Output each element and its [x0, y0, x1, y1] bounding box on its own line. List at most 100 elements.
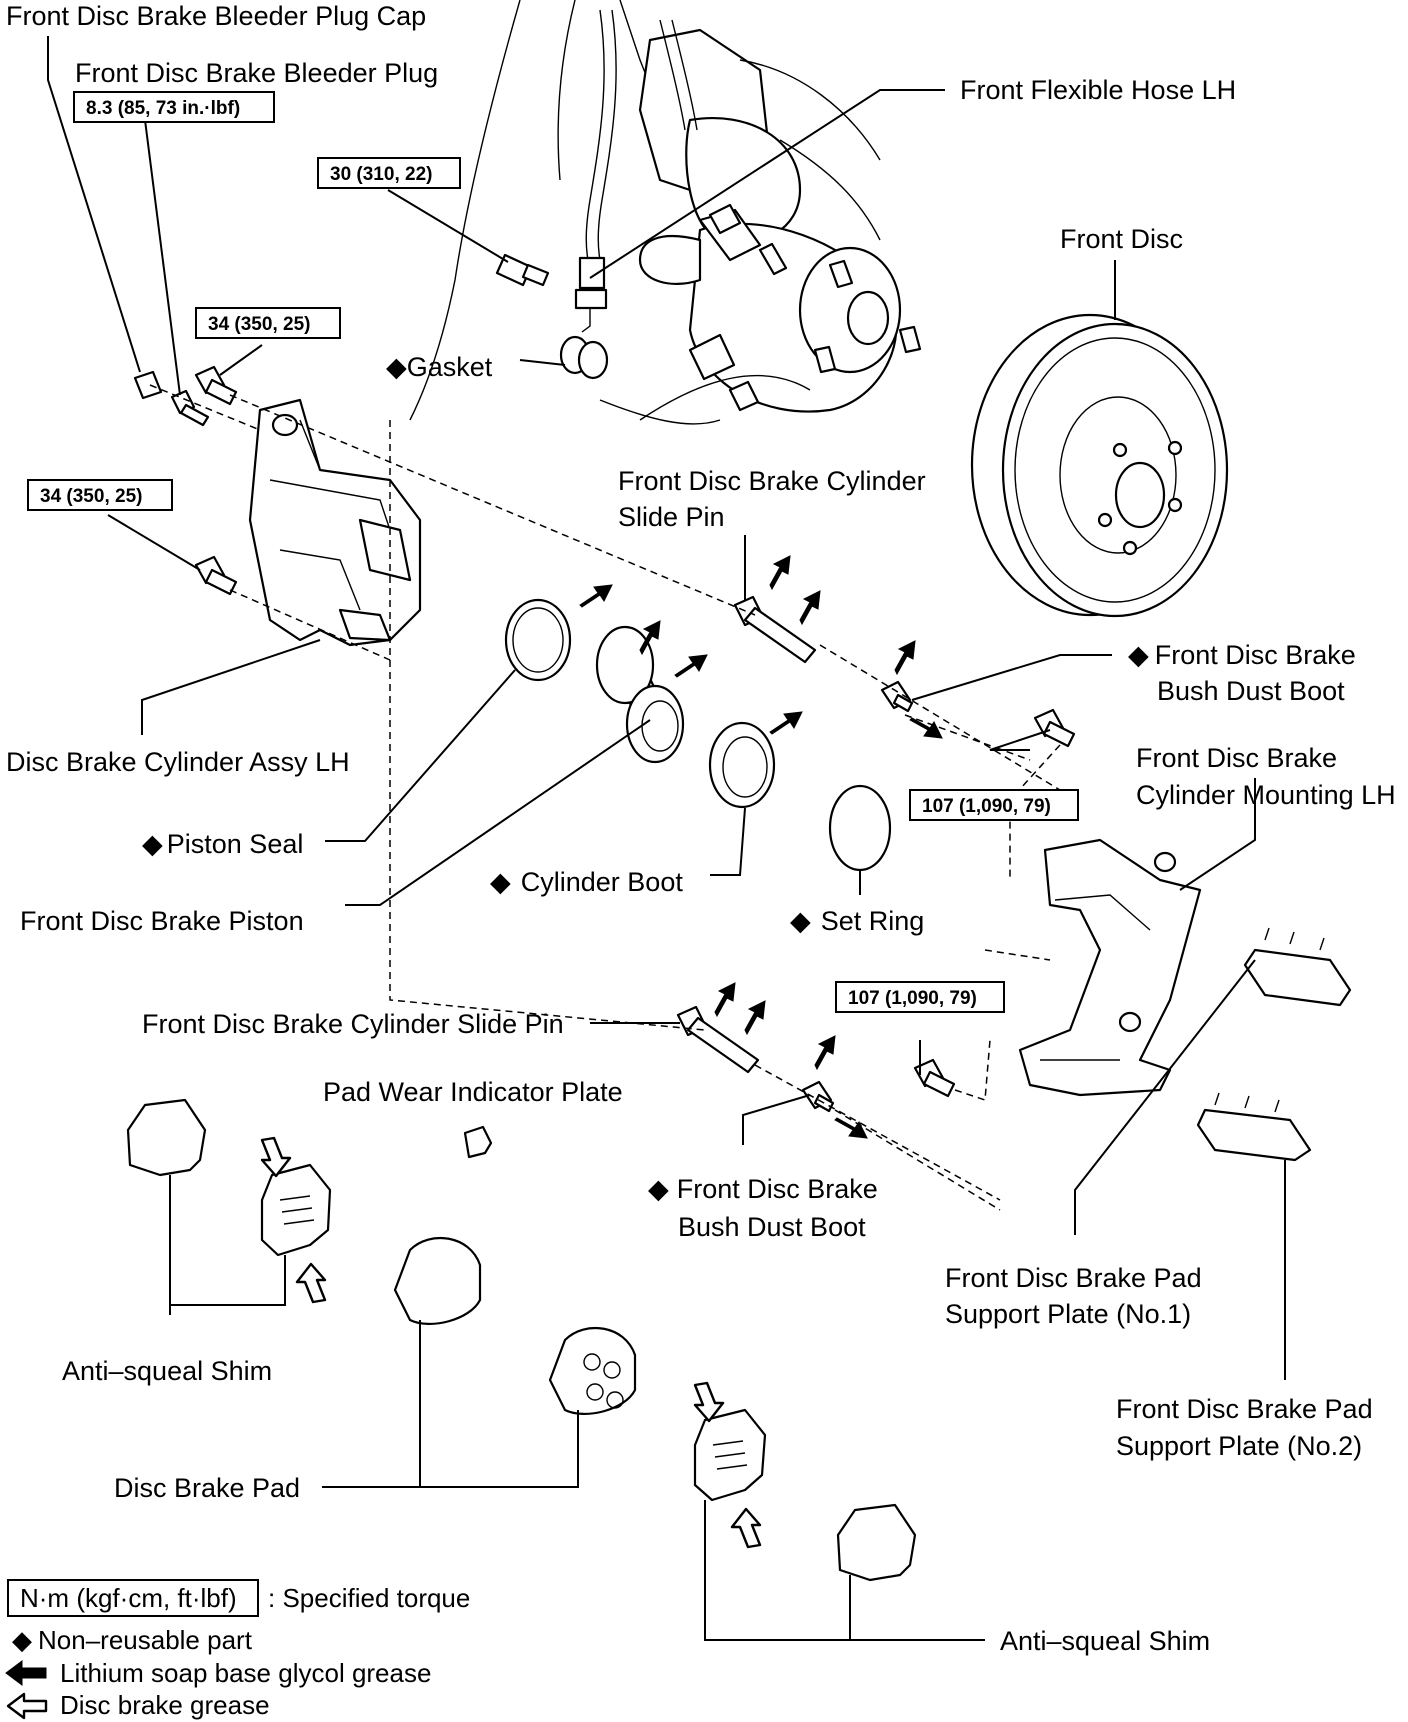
leader-lines [47, 36, 1286, 1641]
label-support-no1-line2: Support Plate (No.1) [945, 1299, 1191, 1329]
label-gasket: ◆Gasket [386, 352, 493, 382]
arrow-icon [814, 1035, 836, 1071]
legend: N·m (kgf·cm, ft·lbf) : Specified torque … [5, 1579, 470, 1720]
piston-seal-part [504, 598, 572, 682]
torque-box-union-bolt: 30 (310, 22) [317, 157, 461, 189]
label-mounting-line2: Cylinder Mounting LH [1136, 780, 1396, 810]
label-anti-squeal-shim-right: Anti–squeal Shim [1000, 1626, 1210, 1656]
label-bleeder-plug-cap: Front Disc Brake Bleeder Plug Cap [6, 1, 426, 31]
svg-text:Disc brake grease: Disc brake grease [60, 1690, 270, 1720]
arrow-icon [769, 555, 791, 591]
label-bush-boot-bottom-line1: ◆Front Disc Brake [648, 1174, 878, 1204]
legend-lithium: Lithium soap base glycol grease [5, 1658, 431, 1688]
torque-box-caliper-bolt-lower: 34 (350, 25) [27, 479, 173, 511]
arrow-icon [744, 1000, 766, 1036]
label-cylinder-boot: ◆Cylinder Boot [490, 867, 683, 897]
arrow-icon [579, 584, 613, 608]
part-labels: Front Disc Brake Bleeder Plug Cap Front … [6, 1, 1396, 1656]
hollow-arrow-icon [295, 1262, 327, 1304]
arrow-icon [639, 620, 661, 656]
label-mounting-line1: Front Disc Brake [1136, 743, 1337, 773]
svg-text:30 (310, 22): 30 (310, 22) [330, 164, 432, 185]
svg-text:8.3 (85, 73 in.·lbf): 8.3 (85, 73 in.·lbf) [86, 98, 240, 119]
label-piston-seal: ◆Piston Seal [142, 829, 303, 859]
legend-disc-grease: Disc brake grease [6, 1690, 270, 1720]
arrow-icon [799, 590, 821, 626]
legend-torque: N·m (kgf·cm, ft·lbf) : Specified torque [7, 1579, 470, 1617]
torque-box-caliper-bolt-upper: 34 (350, 25) [195, 307, 341, 339]
label-bush-boot-top-line1: ◆Front Disc Brake [1128, 640, 1356, 670]
support-plate-no1-part [1243, 927, 1352, 1007]
caliper-bolt-lower-part [194, 555, 238, 596]
arrow-icon [674, 654, 708, 678]
piston-part [595, 625, 685, 764]
nonreusable-diamond-icon: ◆ [142, 829, 163, 859]
label-pad-wear-indicator: Pad Wear Indicator Plate [323, 1077, 623, 1107]
lithium-grease-arrows [579, 555, 943, 1139]
anti-squeal-shim-left-a [126, 1098, 207, 1177]
legend-nonreusable: ◆Non–reusable part [12, 1625, 253, 1655]
svg-text:107 (1,090, 79): 107 (1,090, 79) [922, 796, 1051, 817]
hollow-arrow-icon [6, 1692, 48, 1720]
label-front-disc: Front Disc [1060, 224, 1183, 254]
label-bush-boot-top-line2: Bush Dust Boot [1157, 676, 1345, 706]
hollow-arrow-icon [693, 1381, 725, 1423]
slide-pin-lower-part [676, 1005, 760, 1074]
cylinder-boot-part [708, 721, 776, 809]
label-slide-pin-top-line1: Front Disc Brake Cylinder [618, 466, 926, 496]
solid-arrow-icon [5, 1660, 47, 1686]
hollow-arrow-icon [730, 1507, 762, 1549]
torque-box-bleeder: 8.3 (85, 73 in.·lbf) [73, 91, 275, 123]
label-bleeder-plug: Front Disc Brake Bleeder Plug [75, 58, 438, 88]
support-plate-no2-part [1196, 1092, 1312, 1162]
cylinder-mounting-part [1018, 838, 1202, 1097]
bush-dust-boot-upper-part [880, 680, 914, 713]
legend-torque-text: : Specified torque [268, 1583, 470, 1613]
disc-brake-pad-a [393, 1236, 482, 1325]
nonreusable-diamond-icon: ◆ [386, 352, 407, 382]
disc-brake-cylinder-assy [248, 398, 422, 647]
label-support-no2-line1: Front Disc Brake Pad [1116, 1394, 1373, 1424]
torque-box-mount-upper: 107 (1,090, 79) [909, 789, 1079, 821]
nonreusable-diamond-icon: ◆ [1128, 640, 1149, 670]
anti-squeal-shim-right-a [693, 1408, 767, 1502]
svg-text:Lithium soap base glycol greas: Lithium soap base glycol grease [60, 1658, 431, 1688]
label-cylinder-assy: Disc Brake Cylinder Assy LH [6, 747, 350, 777]
torque-specs: 8.3 (85, 73 in.·lbf) 30 (310, 22) 34 (35… [27, 91, 1079, 1013]
arrow-icon [769, 711, 803, 735]
anti-squeal-shim-left-b [260, 1163, 332, 1257]
nonreusable-diamond-icon: ◆ [12, 1625, 32, 1655]
label-set-ring: ◆Set Ring [790, 906, 924, 936]
label-disc-brake-pad: Disc Brake Pad [114, 1473, 300, 1503]
arrow-icon [909, 717, 943, 739]
label-anti-squeal-shim-left: Anti–squeal Shim [62, 1356, 272, 1386]
bleeder-plug-cap-part [133, 370, 163, 400]
disc-grease-arrows [260, 1136, 762, 1549]
label-bush-boot-bottom-line2: Bush Dust Boot [678, 1212, 866, 1242]
torque-box-mount-lower: 107 (1,090, 79) [835, 981, 1005, 1013]
arrow-icon [894, 640, 916, 676]
svg-text:107 (1,090, 79): 107 (1,090, 79) [848, 988, 977, 1009]
slide-pin-upper-part [733, 595, 817, 664]
label-support-no2-line2: Support Plate (No.2) [1116, 1431, 1362, 1461]
label-piston: Front Disc Brake Piston [20, 906, 304, 936]
arrow-icon [834, 1117, 868, 1139]
svg-text:34 (350, 25): 34 (350, 25) [208, 314, 310, 335]
disc-brake-pad-b [548, 1326, 637, 1415]
knuckle-illustration [409, 0, 922, 425]
label-flexible-hose: Front Flexible Hose LH [960, 75, 1236, 105]
mounting-bolt-lower-part [913, 1058, 956, 1098]
svg-text:◆Non–reusable part: ◆Non–reusable part [12, 1625, 253, 1655]
legend-torque-units: N·m (kgf·cm, ft·lbf) [20, 1583, 237, 1613]
front-disc-rotor [970, 313, 1229, 618]
caliper-bolt-upper-part [194, 365, 238, 406]
label-slide-pin-top-line2: Slide Pin [618, 502, 725, 532]
assembly-lines [149, 384, 1061, 1211]
set-ring-part [828, 784, 892, 872]
label-slide-pin-bottom: Front Disc Brake Cylinder Slide Pin [142, 1009, 564, 1039]
label-support-no1-line1: Front Disc Brake Pad [945, 1263, 1202, 1293]
hollow-arrow-icon [260, 1136, 292, 1178]
pad-wear-indicator-part [463, 1125, 493, 1159]
nonreusable-diamond-icon: ◆ [790, 906, 811, 936]
